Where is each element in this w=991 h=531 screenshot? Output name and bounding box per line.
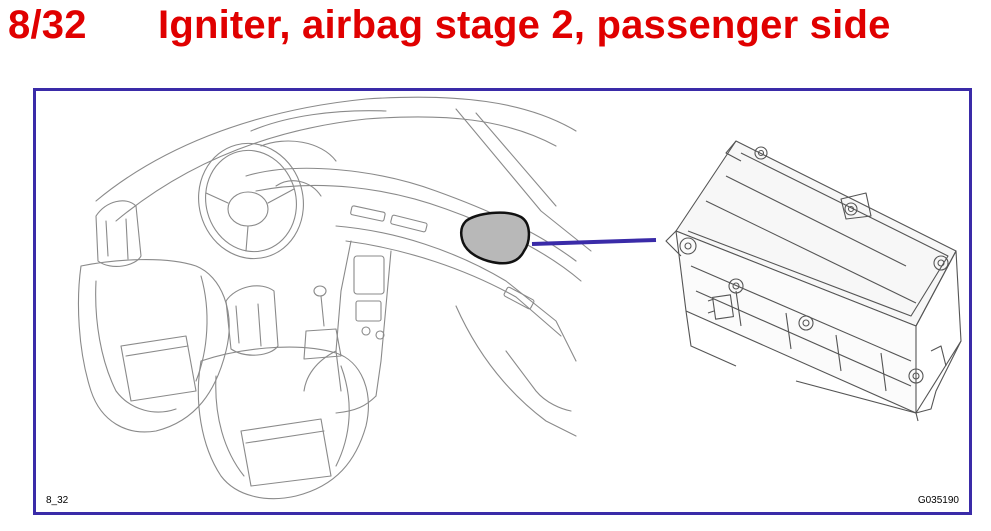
airbag-location-highlight [459,211,531,265]
section-title: Igniter, airbag stage 2, passenger side [158,2,891,47]
figure-code-left: 8_32 [46,495,69,506]
page-title: 8/32 Igniter, airbag stage 2, passenger … [8,0,891,50]
figure-code-right: G035190 [917,495,959,506]
car-interior-illustration [77,96,592,500]
diagram-canvas [77,96,962,500]
section-number: 8/32 [8,2,87,47]
connector-line [531,238,657,246]
diagram-frame: 8_32 G035190 [33,88,972,515]
airbag-module-illustration [665,140,962,422]
